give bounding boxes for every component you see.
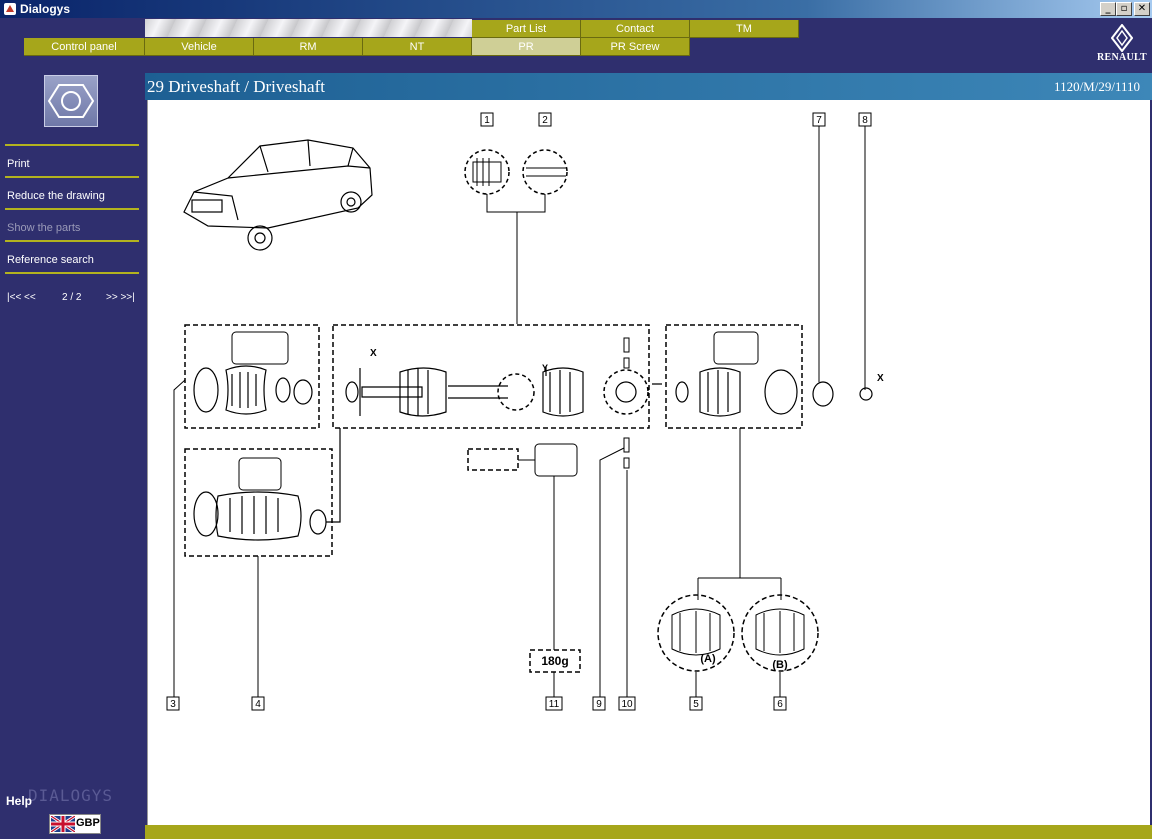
driveshaft-exploded-diagram: 1 2 7 8 3 4 11 9 10 5 6 180g (A) (B) X Y… [166, 112, 884, 711]
bottom-bar [145, 825, 1152, 839]
dimension-x-label: X [370, 348, 377, 359]
help-link[interactable]: Help [6, 794, 33, 808]
callout-2[interactable]: 2 [538, 112, 552, 127]
callout-3[interactable]: 3 [166, 696, 180, 711]
sidebar-item-print[interactable]: Print [7, 158, 30, 170]
svg-text:11: 11 [549, 699, 560, 710]
drawing-reference: 1120/M/29/1110 [1054, 79, 1140, 94]
tab-pr[interactable]: PR [472, 38, 581, 56]
sidebar: Print Reduce the drawing Show the parts … [0, 73, 145, 839]
sidebar-item-show-parts[interactable]: Show the parts [7, 222, 81, 234]
pager-next-last[interactable]: >> >>| [106, 292, 135, 303]
callout-10[interactable]: 10 [618, 696, 636, 711]
callout-1[interactable]: 1 [480, 112, 494, 127]
restore-button[interactable]: ▫ [1116, 2, 1132, 16]
sidebar-divider [5, 272, 139, 274]
callout-11[interactable]: 11 [545, 696, 563, 711]
close-button[interactable]: ✕ [1134, 2, 1150, 16]
tab-tm[interactable]: TM [690, 20, 799, 38]
svg-text:3: 3 [170, 699, 176, 710]
tab-pr-screw[interactable]: PR Screw [581, 38, 690, 56]
renault-diamond-icon [1111, 24, 1133, 52]
variant-b-label: (B) [772, 659, 788, 671]
clip-parts [599, 337, 630, 700]
language-code: GBP [76, 817, 100, 829]
callout-lead-lines [173, 126, 866, 700]
car-illustration [183, 139, 373, 251]
callout-6[interactable]: 6 [773, 696, 787, 711]
callout-7[interactable]: 7 [812, 112, 826, 127]
svg-text:2: 2 [542, 115, 548, 126]
callout-4[interactable]: 4 [251, 696, 265, 711]
renault-logo: RENAULT [1096, 24, 1148, 70]
dimension-y-label: Y [542, 363, 548, 373]
pager-page-indicator: 2 / 2 [62, 292, 82, 303]
decorative-strip [145, 19, 472, 37]
grease-packet-icons [231, 331, 759, 491]
svg-text:9: 9 [596, 699, 602, 710]
svg-text:4: 4 [255, 699, 261, 710]
variant-a-label: (A) [700, 653, 716, 665]
svg-text:7: 7 [816, 115, 822, 126]
language-button[interactable]: GBP [49, 814, 101, 834]
dialogys-app-icon [4, 3, 16, 15]
callout-9[interactable]: 9 [592, 696, 606, 711]
header-band: Part List Contact TM Control panel Vehic… [0, 18, 1152, 73]
sidebar-item-reference-search[interactable]: Reference search [7, 254, 94, 266]
svg-text:1: 1 [484, 115, 490, 126]
grease-quantity-label: 180g [541, 654, 568, 668]
minimize-button[interactable]: _ [1100, 2, 1116, 16]
part-group-boxes [184, 324, 803, 673]
svg-text:6: 6 [777, 699, 783, 710]
dialogys-watermark: DIALOGYS [28, 786, 114, 805]
window-title: Dialogys [20, 2, 71, 16]
renault-logo-text: RENAULT [1096, 52, 1148, 63]
detail-circles-top [464, 149, 568, 324]
callout-labels: 1 2 7 8 3 4 11 9 10 5 6 [166, 112, 872, 711]
svg-text:5: 5 [693, 699, 699, 710]
svg-text:10: 10 [621, 699, 633, 710]
uk-flag-icon [51, 816, 75, 832]
sidebar-item-reduce-drawing[interactable]: Reduce the drawing [7, 190, 105, 202]
sidebar-divider [5, 144, 139, 146]
pager-first-prev[interactable]: |<< << [7, 292, 36, 303]
callout-5[interactable]: 5 [689, 696, 703, 711]
drawing-canvas: 1 2 7 8 3 4 11 9 10 5 6 180g (A) (B) X Y… [147, 100, 1150, 825]
page-title: 29 Driveshaft / Driveshaft [147, 77, 325, 96]
sidebar-divider [5, 208, 139, 210]
tab-control-panel[interactable]: Control panel [24, 38, 145, 56]
nut-icon [44, 75, 98, 127]
page-header: 29 Driveshaft / Driveshaft 1120/M/29/111… [145, 73, 1152, 100]
tab-contact[interactable]: Contact [581, 20, 690, 38]
callout-8[interactable]: 8 [858, 112, 872, 127]
dimension-x-label-right: X [877, 373, 884, 384]
tab-vehicle[interactable]: Vehicle [145, 38, 254, 56]
variant-joints [657, 594, 819, 672]
title-bar: Dialogys _ ▫ ✕ [0, 0, 1152, 18]
sidebar-divider [5, 240, 139, 242]
tab-part-list[interactable]: Part List [472, 20, 581, 38]
driveshaft-components [193, 365, 873, 541]
sidebar-divider [5, 176, 139, 178]
svg-text:8: 8 [862, 115, 868, 126]
tab-nt[interactable]: NT [363, 38, 472, 56]
tab-rm[interactable]: RM [254, 38, 363, 56]
